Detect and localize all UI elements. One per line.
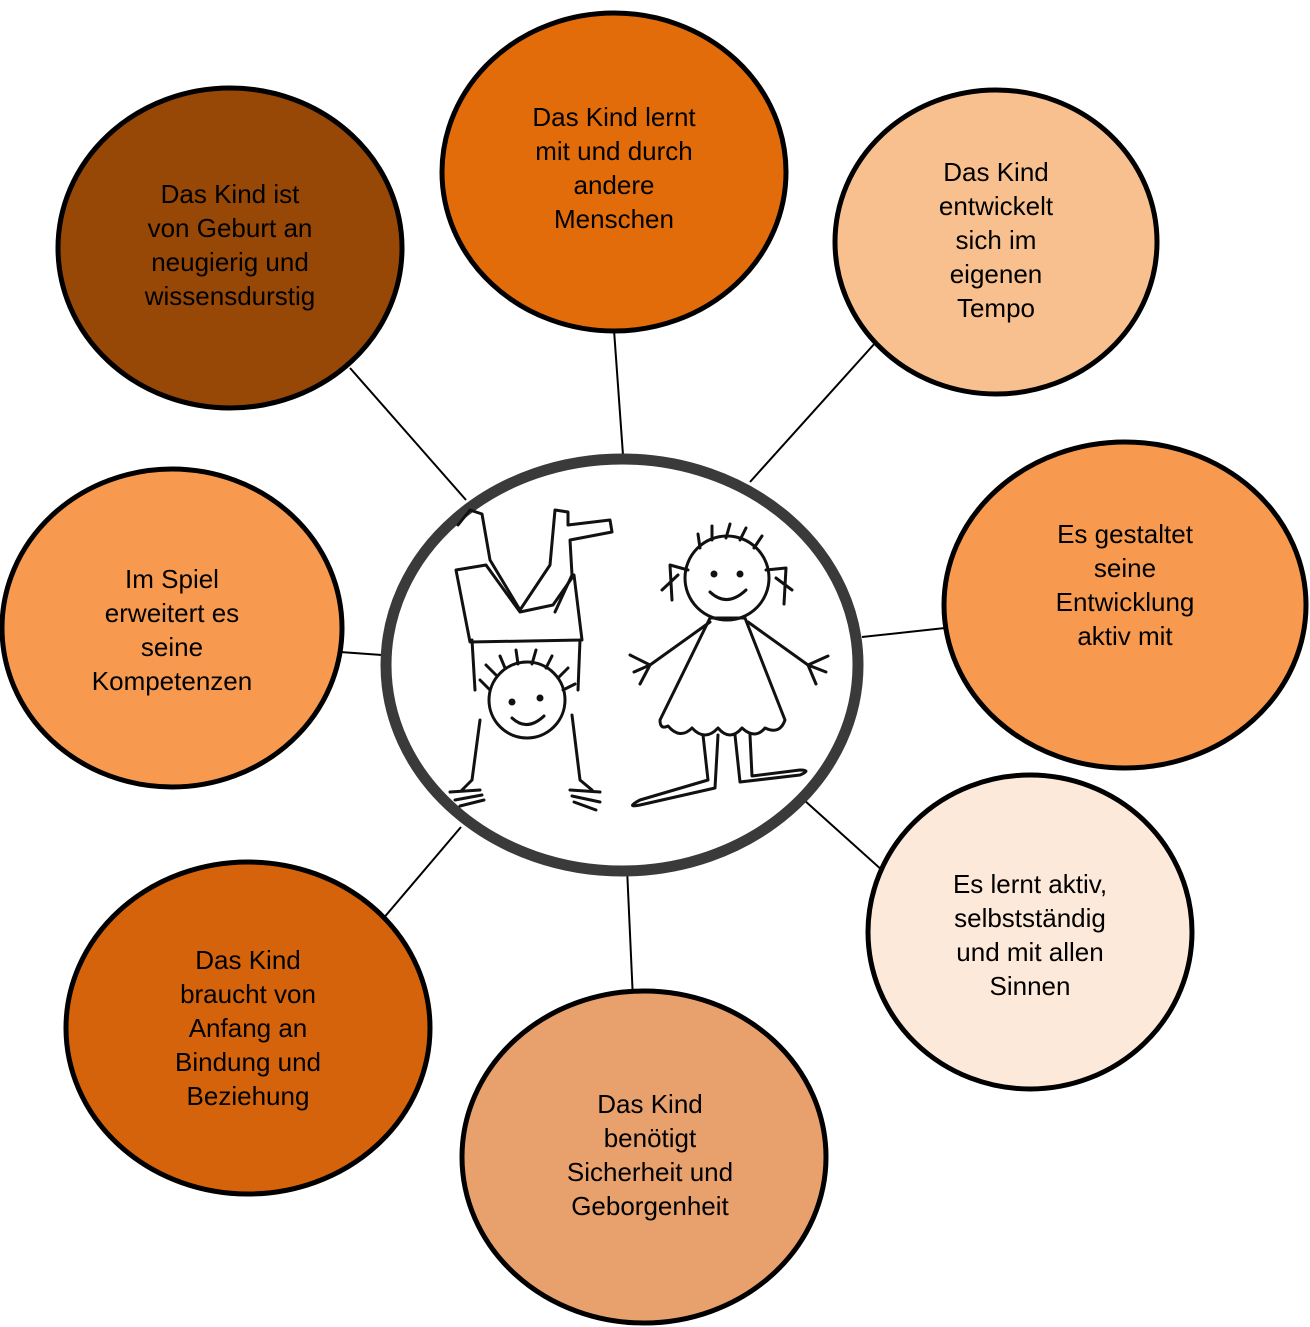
connector-right (861, 627, 946, 638)
girl-arms (648, 620, 810, 667)
connector-top-left (349, 367, 467, 501)
connector-bottom-right (803, 799, 894, 881)
girl-pigtail-right (764, 566, 794, 606)
connector-top (613, 329, 624, 456)
bubble-right (941, 439, 1309, 771)
connector-lines (339, 329, 946, 1001)
bubble-bottom (459, 988, 829, 1326)
boy-eye-left (508, 698, 516, 706)
girl-hands (628, 653, 830, 686)
bubble-top-left-text: Das Kind ist von Geburt an neugierig und… (144, 179, 316, 311)
boy-arms (460, 713, 594, 792)
bubble-top-right (832, 87, 1160, 397)
girl-pigtail-left (660, 563, 690, 602)
boy-head (487, 660, 567, 740)
boy-hair (478, 648, 577, 692)
bubble-bottom-left-text: Das Kind braucht von Anfang an Bindung u… (174, 944, 322, 1111)
bubble-bottom-right (865, 772, 1195, 1092)
boy-smile (510, 714, 546, 726)
girl-legs (631, 733, 808, 808)
bubble-left-text: Im Spiel erweitert es seine Kompetenzen (91, 564, 253, 696)
bubble-left (0, 466, 345, 790)
girl-dress (658, 616, 787, 737)
boy-eye-right (536, 694, 544, 702)
bubble-top-text: Das Kind lernt mit und durch andere Mens… (532, 102, 696, 234)
boy-shorts (454, 563, 584, 644)
connector-bottom (626, 867, 634, 1001)
bubble-top (439, 10, 789, 334)
connector-top-right (749, 341, 877, 483)
bubble-top-left (55, 85, 405, 411)
girl-smile (708, 588, 748, 601)
girl-eye-left (710, 570, 718, 578)
bubble-bottom-text: Das Kind benötigt Sicherheit und Geborge… (566, 1089, 734, 1221)
bubble-circles (0, 10, 1309, 1326)
boy-shirt (470, 638, 582, 692)
boy-legs (456, 508, 614, 614)
center-group (380, 453, 864, 877)
center-ring (380, 453, 864, 877)
girl-eye-right (736, 570, 744, 578)
bubble-bottom-right-text: Es lernt aktiv, selbstständig und mit al… (952, 869, 1108, 1001)
connector-left (339, 651, 383, 656)
children-illustration (448, 508, 830, 812)
bubble-right-text: Es gestaltet seine Entwicklung aktiv mit (1055, 519, 1195, 651)
connector-bottom-left (381, 826, 462, 921)
girl-hair (696, 522, 764, 550)
boy-hands (448, 788, 602, 812)
bubble-bottom-left (63, 859, 433, 1197)
bubble-top-right-text: Das Kind entwickelt sich im eigenen Temp… (938, 157, 1054, 323)
